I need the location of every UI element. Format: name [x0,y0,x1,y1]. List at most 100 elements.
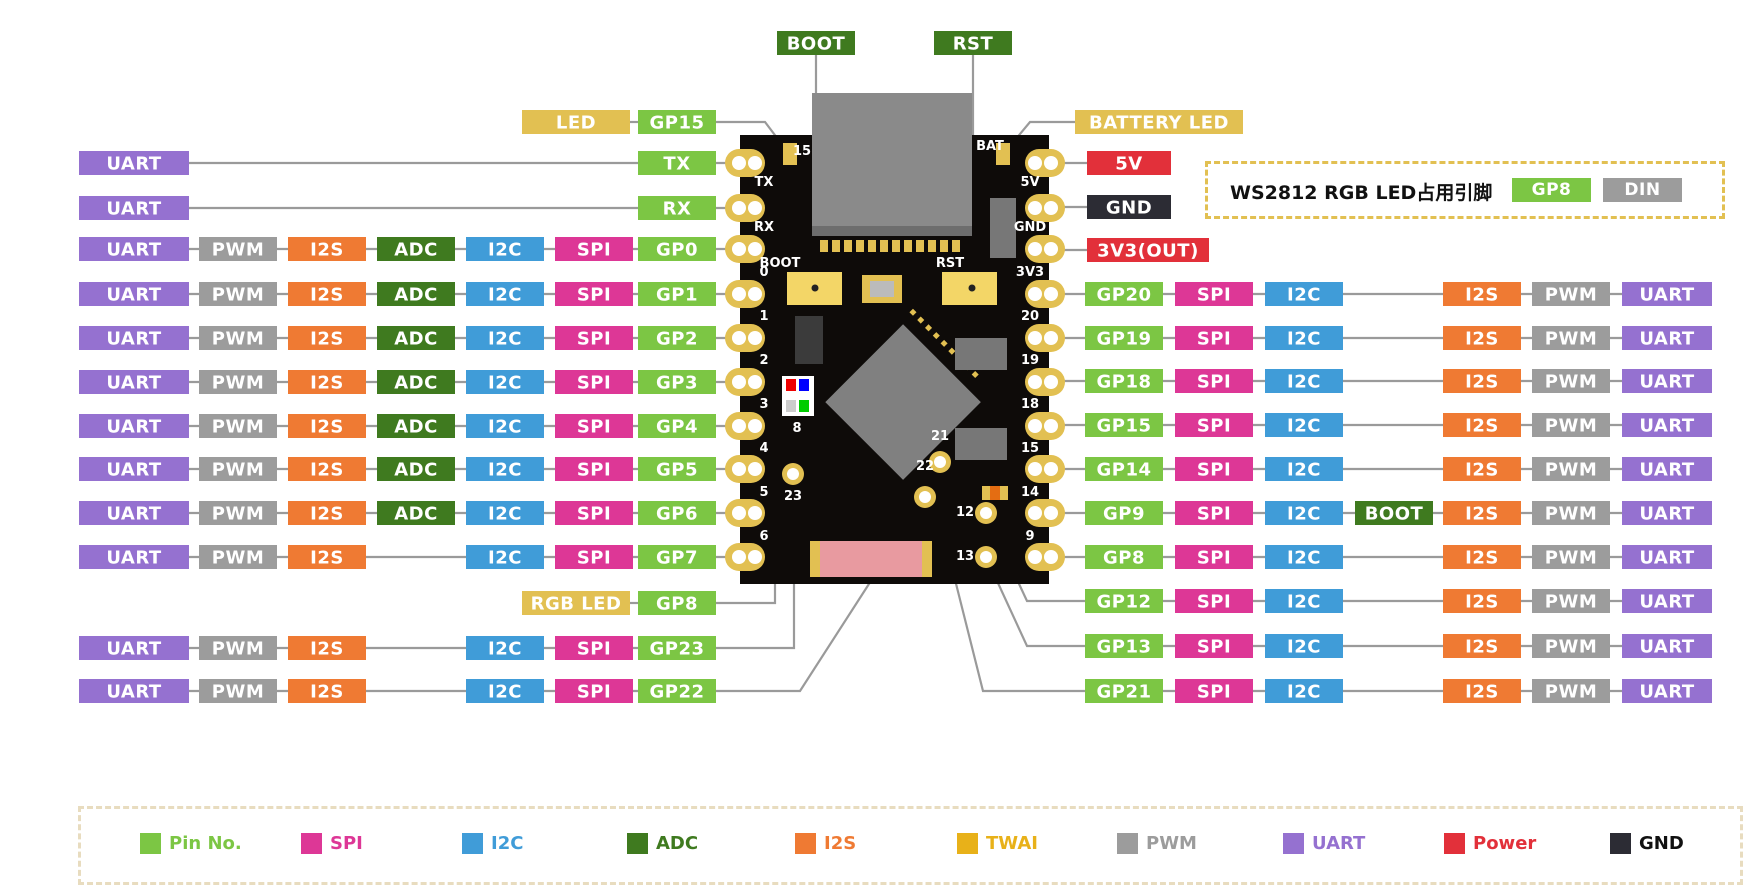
label-uart-text: UART [1639,372,1695,393]
label-adc: ADC [377,326,455,350]
label-i2c-text: I2C [1287,592,1321,613]
label-i2s-box [1443,457,1521,481]
pin-label-tx-text: TX [663,154,690,175]
pad-hole [748,331,762,345]
label-spi-box [1175,369,1253,393]
label-pwm-text: PWM [212,373,264,394]
label-i2s-text: I2S [310,329,344,350]
ic-component [955,428,1007,460]
pad-hole [1044,506,1058,520]
label-spi-text: SPI [577,285,611,306]
silkscreen-label: 15 [793,144,811,159]
pad-hole [1028,287,1042,301]
right-top-gnd-text: GND [1106,198,1152,219]
label-uart-box [79,326,189,350]
pink-component [810,541,932,577]
label-i2c: I2C [466,679,544,703]
legend-swatch [627,832,648,854]
pin-label-gp14-box [1085,457,1163,481]
label-i2c-text: I2C [488,639,522,660]
silkscreen-label: 22 [916,459,934,474]
label-i2c-text: I2C [488,240,522,261]
label-led-text: LED [556,113,596,134]
pad-hole [748,419,762,433]
legend-label: Pin No. [169,832,242,854]
label-pwm: PWM [199,457,277,481]
pin-label-gp3-text: GP3 [656,373,698,394]
label-i2c-box [1265,634,1343,658]
label-i2s-text: I2S [1465,285,1499,306]
label-i2s-text: I2S [310,460,344,481]
label-adc-text: ADC [394,240,438,261]
label-i2c: I2C [1265,282,1343,306]
pin-label-gp14-text: GP14 [1096,460,1151,481]
usb-contact [844,240,852,252]
label-uart-box [1622,634,1712,658]
pin-label-gp22-text: GP22 [649,682,704,703]
silkscreen-label: 12 [956,505,974,520]
ws2812-title: WS2812 RGB LED占用引脚 [1230,182,1493,204]
label-uart-text: UART [1639,329,1695,350]
label-pwm-text: PWM [1545,637,1597,658]
label-spi: SPI [1175,545,1253,569]
pin-label-gp8-text: GP8 [1103,548,1145,569]
legend-item-i2s: I2S [795,832,856,854]
pin-label-gp13-box [1085,634,1163,658]
label-uart-text: UART [106,240,162,261]
usb-contact [952,240,960,252]
label-led: LED [522,110,630,134]
legend-item-adc: ADC [627,832,698,854]
label-spi-text: SPI [1197,592,1231,613]
label-i2s-box [1443,282,1521,306]
label-spi-box [555,501,633,525]
pad-hole [1044,375,1058,389]
silkscreen-label: BOOT [760,256,801,271]
pin-label-gp22: GP22 [638,679,716,703]
label-uart-box [79,370,189,394]
pad-hole [1044,287,1058,301]
pad-hole [1028,419,1042,433]
label-i2c-box [1265,679,1343,703]
label-uart-text: UART [1639,637,1695,658]
label-spi: SPI [555,282,633,306]
label-i2c-box [466,370,544,394]
label-uart: UART [1622,634,1712,658]
label-pwm-text: PWM [1545,548,1597,569]
label-pwm-box [199,636,277,660]
label-pwm: PWM [199,237,277,261]
label-i2s-box [1443,545,1521,569]
silkscreen-label: 3 [759,397,768,412]
label-uart-box [79,151,189,175]
silkscreen-label: 21 [931,429,949,444]
label-uart: UART [1622,679,1712,703]
label-i2c-box [466,414,544,438]
via-hole [980,507,992,519]
label-pwm: PWM [199,370,277,394]
legend-swatch [1283,832,1304,854]
label-i2c: I2C [1265,501,1343,525]
label-boot-text: BOOT [1365,504,1424,525]
boot-button-dot [811,284,819,292]
silkscreen-label: 6 [759,529,768,544]
label-pwm-box [1532,589,1610,613]
label-pwm-box [199,457,277,481]
label-uart: UART [1622,282,1712,306]
label-spi: SPI [1175,501,1253,525]
silkscreen-label: 23 [784,489,802,504]
pin-label-gp15: GP15 [638,110,716,134]
label-adc: ADC [377,501,455,525]
label-spi: SPI [555,457,633,481]
pin-label-gp2: GP2 [638,326,716,350]
label-uart: UART [79,282,189,306]
label-pwm: PWM [1532,413,1610,437]
label-i2c-box [466,237,544,261]
chip-pin [909,308,917,316]
label-spi-box [555,414,633,438]
label-spi-box [1175,501,1253,525]
pin-label-gp15: GP15 [1085,413,1163,437]
label-uart-box [1622,369,1712,393]
label-i2s: I2S [1443,679,1521,703]
label-i2s: I2S [288,545,366,569]
pin-label-gp1-text: GP1 [656,285,698,306]
